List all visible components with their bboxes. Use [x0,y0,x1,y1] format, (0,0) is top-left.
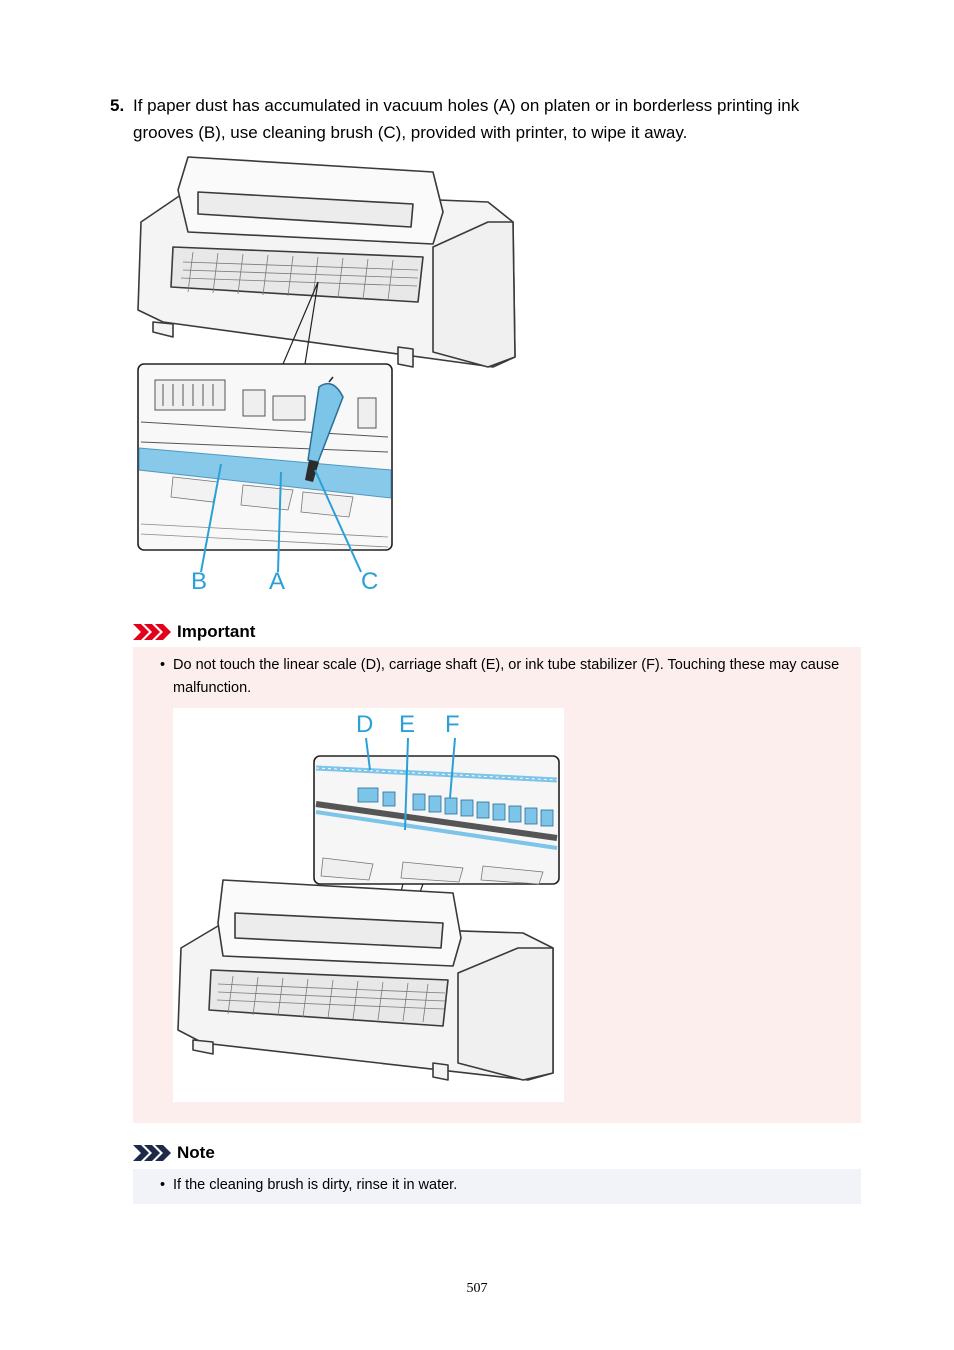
step-text: If paper dust has accumulated in vacuum … [133,96,800,142]
figure-platen-cleaning: B A C [137,156,516,595]
label-c: C [361,568,378,595]
note-chevrons-icon [133,1145,171,1161]
important-bullet: • Do not touch the linear scale (D), car… [160,654,855,700]
label-b: B [191,568,207,595]
page-number: 507 [466,1281,488,1296]
label-e: E [399,711,415,738]
figure-do-not-touch: D E F [173,708,564,1102]
note-heading: Note [133,1141,215,1165]
step-number: 5. [110,96,125,115]
note-box [133,1169,861,1204]
important-title: Important [177,622,256,641]
label-f: F [445,711,460,738]
important-heading: Important [133,620,255,644]
note-bullet: • If the cleaning brush is dirty, rinse … [160,1174,855,1197]
step-5: 5. If paper dust has accumulated in vacu… [110,92,850,146]
note-bullet-text: If the cleaning brush is dirty, rinse it… [173,1177,458,1193]
important-chevrons-icon [133,624,171,640]
important-bullet-text: Do not touch the linear scale (D), carri… [173,657,840,696]
label-a: A [269,568,285,595]
bullet-dot: • [160,657,166,673]
bullet-dot: • [160,1177,166,1193]
label-d: D [356,711,373,738]
note-title: Note [177,1143,215,1162]
